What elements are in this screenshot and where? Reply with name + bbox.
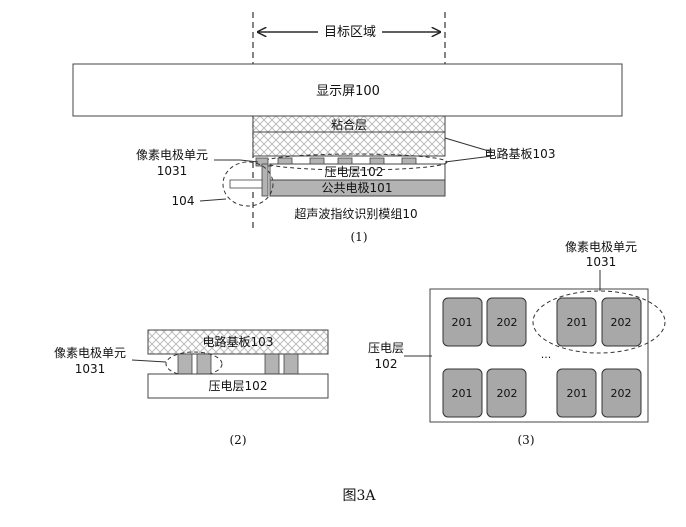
callout-104-leader bbox=[199, 198, 227, 202]
d2-electrode bbox=[196, 353, 212, 375]
d3-cell bbox=[442, 368, 483, 418]
d3-pixel-unit-number: 1031 bbox=[586, 255, 617, 269]
caption-3: (3) bbox=[518, 433, 535, 447]
diagram-1: 目标区域 显示屏100 粘合层 压电层102 公共电极101 像素电极单元 10… bbox=[72, 12, 623, 244]
d3-pixel-unit-label: 像素电极单元 bbox=[565, 240, 637, 254]
d2-pixel-unit-label: 像素电极单元 bbox=[54, 346, 126, 360]
pixel-unit-leader bbox=[214, 159, 259, 163]
display-screen-label: 显示屏100 bbox=[316, 84, 380, 99]
display-screen bbox=[72, 63, 623, 117]
connector-pad bbox=[229, 179, 263, 189]
caption-2: (2) bbox=[230, 433, 247, 447]
d3-cell bbox=[601, 297, 642, 347]
d3-cell-label: 201 bbox=[452, 316, 473, 329]
d2-electrode bbox=[283, 353, 299, 375]
d2-electrode bbox=[177, 353, 193, 375]
connector-lead bbox=[261, 163, 269, 197]
pixel-electrode bbox=[401, 157, 417, 165]
d3-cell-label: 201 bbox=[567, 387, 588, 400]
circuit-substrate-label: 电路基板103 bbox=[485, 146, 556, 161]
d3-piezo-label: 压电层 bbox=[368, 341, 404, 355]
d3-cell bbox=[556, 297, 597, 347]
pixel-electrode bbox=[309, 157, 325, 165]
common-electrode-label: 公共电极101 bbox=[322, 181, 393, 195]
d3-cell bbox=[486, 297, 527, 347]
diagram-2: 电路基板103 压电层102 像素电极单元 1031 (2) bbox=[54, 329, 329, 447]
d2-pixel-unit-outline bbox=[165, 351, 223, 377]
d3-cell-label: 201 bbox=[452, 387, 473, 400]
diagram-3: 201 202 201 202 201 202 201 202 ... 像素电极… bbox=[368, 240, 666, 447]
d2-pixel-unit-leader bbox=[131, 359, 167, 363]
pixel-electrode bbox=[369, 157, 385, 165]
figure-title: 图3A bbox=[342, 488, 376, 504]
piezo-layer-label: 压电层102 bbox=[325, 165, 384, 179]
circuit-substrate bbox=[252, 131, 446, 157]
d3-cell bbox=[601, 368, 642, 418]
d2-piezo-layer-label: 压电层102 bbox=[209, 379, 268, 393]
d3-cell-label: 202 bbox=[497, 387, 518, 400]
d3-cell-label: 201 bbox=[567, 316, 588, 329]
d3-cell bbox=[486, 368, 527, 418]
d3-pixel-unit-outline bbox=[532, 290, 666, 354]
circuit-substrate-leader bbox=[444, 137, 493, 153]
pixel-electrode bbox=[277, 157, 293, 165]
pixel-unit-label: 像素电极单元 bbox=[136, 148, 208, 162]
d3-cell-grid: 201 202 201 202 201 202 201 202 bbox=[442, 297, 642, 418]
d3-ellipsis: ... bbox=[541, 348, 552, 361]
d3-cell-label: 202 bbox=[497, 316, 518, 329]
callout-104-outline bbox=[222, 161, 274, 207]
d2-piezo-layer bbox=[147, 373, 329, 399]
d2-pixel-unit-number: 1031 bbox=[75, 362, 106, 376]
d3-cell-label: 202 bbox=[611, 387, 632, 400]
adhesive-layer-label: 粘合层 bbox=[331, 117, 367, 132]
d2-circuit-substrate bbox=[147, 329, 329, 355]
d2-circuit-substrate-label: 电路基板103 bbox=[203, 334, 274, 349]
electrode-group-leader bbox=[444, 155, 493, 163]
pixel-electrode bbox=[337, 157, 353, 165]
d3-piezo-number: 102 bbox=[375, 357, 398, 371]
d3-cell bbox=[442, 297, 483, 347]
pixel-unit-number: 1031 bbox=[157, 164, 188, 178]
caption-1: (1) bbox=[351, 230, 368, 244]
target-region-label: 目标区域 bbox=[324, 25, 376, 40]
d2-electrode bbox=[264, 353, 280, 375]
callout-104-label: 104 bbox=[172, 194, 195, 208]
d3-cell-label: 202 bbox=[611, 316, 632, 329]
module-label: 超声波指纹识别模组10 bbox=[294, 206, 417, 221]
common-electrode bbox=[269, 179, 446, 197]
d3-cell bbox=[556, 368, 597, 418]
